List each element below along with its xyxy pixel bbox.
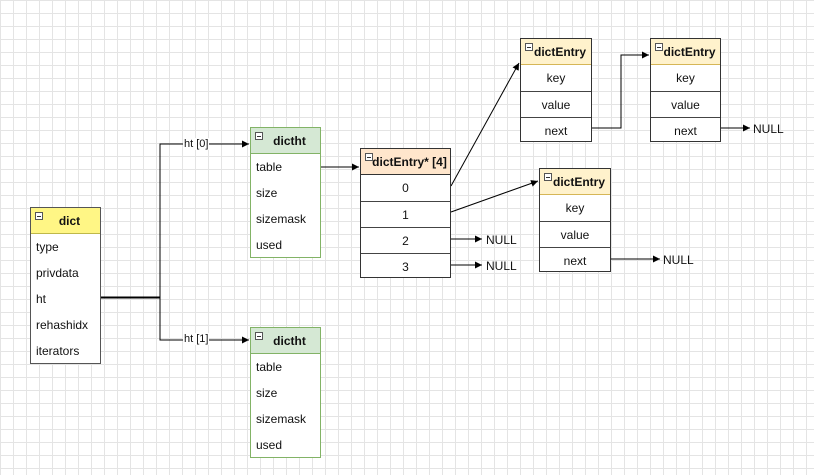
dictentry-b-key: key [565, 201, 585, 215]
dictentry-c-value: value [651, 91, 720, 117]
bucket-3: 3 [361, 253, 450, 279]
dictentry-c-key: key [676, 71, 695, 85]
edge-entry-a-next-to-entry-c [591, 51, 649, 129]
dict-field-rehashidx: rehashidx [36, 318, 89, 332]
edge-ht0 [159, 140, 249, 298]
dictht-1-title: dictht [273, 333, 306, 348]
dictht-0-header: dictht [251, 128, 320, 154]
dict-field-ht: ht [36, 292, 47, 306]
null-label-bucket-3: NULL [486, 259, 517, 273]
dictentry-array-header: dictEntry* [4] [361, 149, 450, 175]
dictentry-b-header: dictEntry [540, 169, 610, 195]
dictentry-c-header: dictEntry [651, 39, 720, 65]
null-label-entry-b: NULL [663, 253, 694, 267]
dictentry-a-value: value [521, 91, 591, 117]
dictht-0-node[interactable]: dictht table size sizemask used [250, 127, 321, 258]
dictht-0-field-sizemask: sizemask [256, 212, 307, 226]
dictht-1-node[interactable]: dictht table size sizemask used [250, 327, 321, 458]
dictht-1-field-used: used [256, 438, 283, 452]
dictentry-c-title: dictEntry [663, 44, 716, 59]
dictentry-a-next: next [521, 117, 591, 143]
edge-bucket1-to-entry-b [450, 180, 539, 213]
dict-header: dict [31, 208, 100, 234]
dictht-0-field-used: used [256, 238, 283, 252]
dictentry-c-node[interactable]: dictEntry key value next [650, 38, 721, 142]
dict-title: dict [58, 213, 81, 228]
dictentry-a-title: dictEntry [533, 44, 586, 59]
dictentry-c-next: next [651, 117, 720, 143]
dictentry-a-header: dictEntry [521, 39, 591, 65]
collapse-icon[interactable] [525, 43, 533, 51]
dictht-0-title: dictht [273, 133, 306, 148]
edge-label-ht0: ht [0] [183, 138, 210, 150]
dictentry-b-node[interactable]: dictEntry key value next [539, 168, 611, 272]
dictht-1-field-table: table [256, 360, 283, 374]
dictht-1-header: dictht [251, 328, 320, 354]
dictentry-a-node[interactable]: dictEntry key value next [520, 38, 592, 142]
bucket-2: 2 [361, 227, 450, 253]
dictht-1-field-sizemask: sizemask [256, 412, 307, 426]
bucket-1: 1 [361, 201, 450, 227]
collapse-icon[interactable] [255, 332, 263, 340]
dictht-0-field-table: table [256, 160, 283, 174]
dictht-0-field-size: size [256, 186, 278, 200]
collapse-icon[interactable] [365, 153, 373, 161]
dict-field-type: type [36, 240, 59, 254]
dictentry-array-node[interactable]: dictEntry* [4] 0 1 2 3 [360, 148, 451, 278]
dictentry-b-title: dictEntry [552, 174, 605, 189]
dictht-1-field-size: size [256, 386, 278, 400]
collapse-icon[interactable] [35, 212, 43, 220]
dictentry-array-title: dictEntry* [4] [372, 154, 447, 169]
dict-node[interactable]: dict type privdata ht rehashidx iterator… [30, 207, 101, 364]
collapse-icon[interactable] [255, 132, 263, 140]
dict-field-privdata: privdata [36, 266, 79, 280]
null-label-bucket-2: NULL [486, 233, 517, 247]
edge-bucket0-to-entry-a [450, 62, 520, 187]
null-label-entry-c: NULL [753, 122, 784, 136]
dict-field-iterators: iterators [36, 344, 80, 358]
edge-ht1 [159, 297, 249, 344]
dictentry-b-value: value [540, 221, 610, 247]
collapse-icon[interactable] [544, 173, 552, 181]
dictentry-a-key: key [546, 71, 566, 85]
edge-label-ht1: ht [1] [183, 333, 210, 345]
collapse-icon[interactable] [655, 43, 663, 51]
dictentry-b-next: next [540, 247, 610, 273]
bucket-0: 0 [402, 181, 409, 195]
